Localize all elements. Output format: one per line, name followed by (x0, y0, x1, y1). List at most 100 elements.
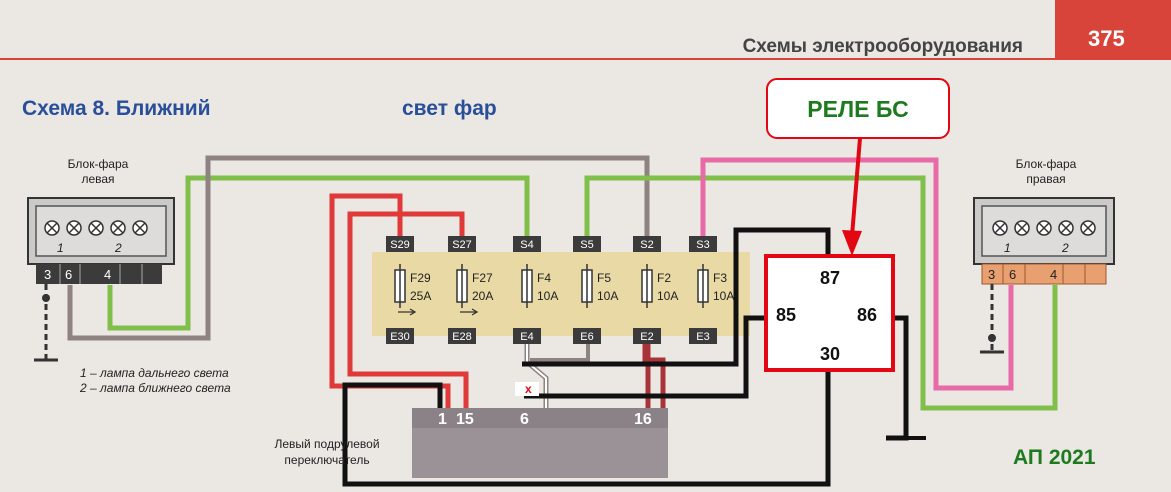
fuse-arrow-icon (460, 308, 479, 316)
page-number-tab (1055, 0, 1171, 60)
headlight-left-pin: 4 (104, 267, 111, 282)
fuse-bottom-terminal (386, 328, 414, 344)
fuse-rating: 20A (472, 289, 493, 303)
relay-callout-arrow (850, 137, 862, 237)
headlight-right-pin: 4 (1050, 267, 1057, 282)
headlight-left-connector (36, 264, 162, 284)
headlight-right-lamp-num-1: 1 (1004, 241, 1011, 255)
cut-mark: x (525, 382, 532, 396)
legend-item-2: 2 – лампа ближнего света (79, 381, 231, 395)
fuse-top-label: S5 (580, 239, 593, 251)
switch-pin: 1 (438, 411, 447, 428)
wire-red-brown (642, 344, 666, 408)
headlight-left-pin: 6 (65, 267, 72, 282)
fuse-name: F27 (472, 271, 493, 285)
fuse-top-terminal (689, 236, 717, 252)
arrow-head-icon (842, 230, 862, 256)
fuse-bottom-terminal (573, 328, 601, 344)
wire-black-87 (733, 227, 831, 258)
headlight-right-lamp-num-2: 2 (1061, 241, 1069, 255)
relay-pin-86: 86 (857, 305, 877, 325)
fuse-block (372, 252, 750, 336)
fuse-top-terminal (513, 236, 541, 252)
switch-pin: 16 (634, 411, 652, 428)
diagram-title-right: свет фар (402, 97, 497, 120)
fuse-rating: 10A (537, 289, 558, 303)
switch-pin: 15 (456, 411, 474, 428)
fuse-rating: 10A (713, 289, 734, 303)
fuse-bottom-label: E4 (520, 331, 533, 343)
headlight-left-label-2: левая (81, 172, 114, 186)
fuse-bottom-terminal (633, 328, 661, 344)
fuse-arrow-icon (398, 308, 417, 316)
fuse-bottom-label: E30 (390, 331, 410, 343)
headlight-left-lamps (44, 220, 148, 236)
ground-symbol-left (34, 284, 58, 362)
fuse-rating: 10A (657, 289, 678, 303)
relay-box (764, 254, 895, 372)
fuse-name: F5 (597, 271, 611, 285)
wire-gray-left (67, 155, 650, 341)
fuse-top-label: S2 (640, 239, 653, 251)
wire-green-left (107, 175, 530, 331)
fuse-bottom-terminal (689, 328, 717, 344)
relay-callout-label: РЕЛЕ БС (807, 96, 908, 122)
fuse-rating: 25A (410, 289, 431, 303)
header-rule (0, 58, 1055, 60)
headlight-left-label: Блок-фара (68, 157, 129, 171)
fuse-bottom-label: E6 (580, 331, 593, 343)
legend-item-1: 1 – лампа дальнего света (80, 366, 229, 380)
fuse-top-terminal (573, 236, 601, 252)
fuse-name: F29 (410, 271, 431, 285)
fuse-bottom-terminal (448, 328, 476, 344)
headlight-right-connector (981, 263, 1107, 285)
wire-black-30 (342, 370, 831, 487)
fuse-bottom-terminal (513, 328, 541, 344)
wire-pink-right (700, 157, 1014, 391)
relay-pin-87: 87 (820, 268, 840, 288)
fuse-top-terminal (448, 236, 476, 252)
wire-red-1 (329, 193, 451, 408)
headlight-left-pin: 3 (44, 267, 51, 282)
section-title: Схемы электрооборудования (743, 36, 1023, 57)
relay-pin-85: 85 (776, 305, 796, 325)
wire-green-right (584, 175, 1058, 411)
fuse-top-label: S29 (390, 239, 410, 251)
switch-label: Левый подрулевой (274, 437, 379, 451)
fuse-top-terminal (386, 236, 414, 252)
fuse-bottom-label: E2 (640, 331, 653, 343)
watermark-text: АП 2021 (1013, 446, 1096, 469)
fuse-rating: 10A (597, 289, 618, 303)
headlight-right-pin: 6 (1009, 267, 1016, 282)
page-number: 375 (1088, 26, 1125, 51)
fuse-top-label: S3 (696, 239, 709, 251)
fuse-name: F2 (657, 271, 671, 285)
switch-pin: 6 (520, 411, 529, 428)
headlight-right-label-2: правая (1026, 172, 1065, 186)
fuse-bottom-label: E3 (696, 331, 709, 343)
fuse-name: F4 (537, 271, 551, 285)
headlight-left-lamp-num-2: 2 (114, 241, 122, 255)
switch-label-2: переключатель (284, 453, 369, 467)
ground-symbol-right (980, 284, 1004, 354)
fuse-bottom-label: E28 (452, 331, 472, 343)
headlight-right-lamps (992, 220, 1096, 236)
fuse-name: F3 (713, 271, 727, 285)
headlight-left-lamp-num-1: 1 (57, 241, 64, 255)
fuse-top-label: S4 (520, 239, 533, 251)
wire-black-87-e (522, 258, 739, 367)
headlight-right-pin: 3 (988, 267, 995, 282)
relay-pin-30: 30 (820, 344, 840, 364)
wire-red-2 (347, 211, 469, 408)
fuse-top-label: S27 (452, 239, 472, 251)
headlight-right-label: Блок-фара (1016, 157, 1077, 171)
